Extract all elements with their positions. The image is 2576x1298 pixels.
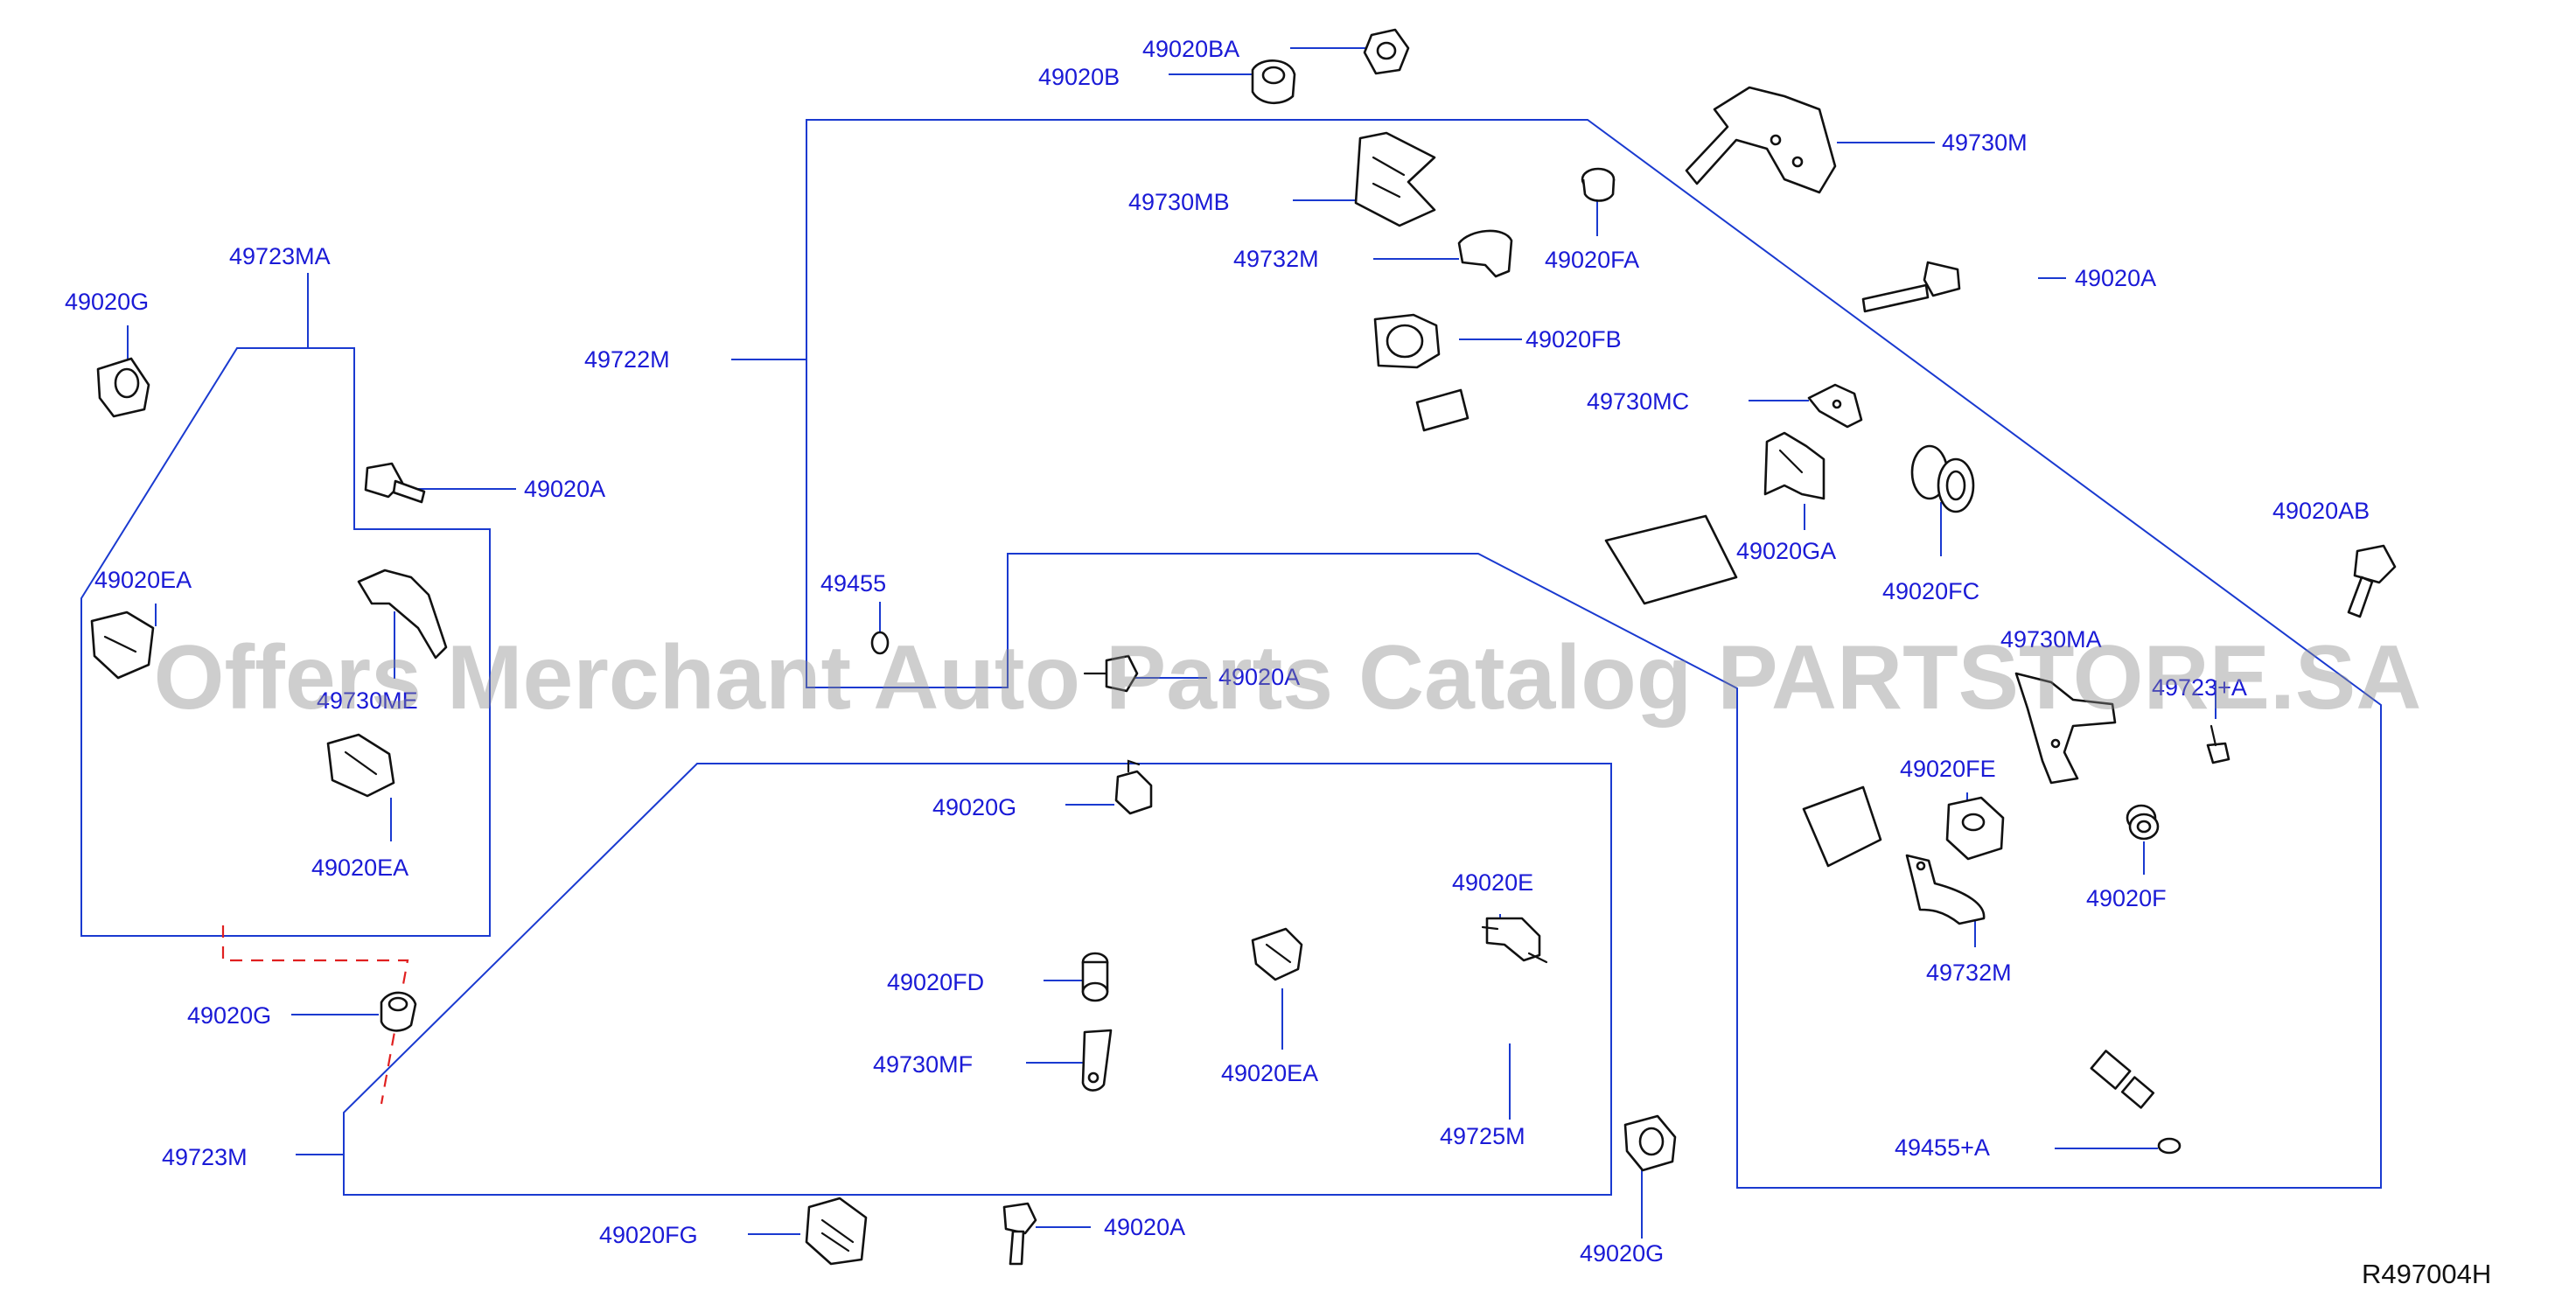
grommet-49020fc-icon [1910,444,1975,513]
label-49723ma: 49723MA [229,243,331,269]
callout-labels: 49020BA 49020B 49730M 49730MB 49732M 490… [65,36,2370,1267]
grommet-49020fa-icon [1581,167,1616,202]
bracket-49730mc-icon [1807,383,1863,429]
label-49455: 49455 [820,570,886,597]
label-49020g-br: 49020G [1580,1240,1664,1267]
hose-49725m [1111,824,1588,1087]
frame-49722m [806,119,2382,1189]
hose-49722m-pipe [905,322,1431,663]
label-49730ma: 49730MA [2000,626,2102,652]
grommet-49020f-icon [2126,804,2160,841]
grommet-49020g-bl-icon [380,991,417,1032]
label-49732m-right: 49732M [1926,960,2012,986]
label-49725m: 49725M [1440,1123,1525,1149]
parts-icons [90,28,2397,1266]
bolt-49020a-bottom-icon [1002,1202,1037,1266]
clamp-49730mf-icon [1081,1029,1113,1092]
label-49730m: 49730M [1942,129,2028,156]
label-49732m-top: 49732M [1233,246,1319,272]
label-49020ea-left: 49020EA [94,567,192,593]
hose-49723m-pipe [380,835,1168,1169]
oring-49455-icon [870,631,890,655]
connection-dashed [221,904,409,1105]
frame-49723m [343,763,1612,1196]
clip-49020ea-mid-icon [1251,927,1303,981]
grommet-49020g-br-icon [1623,1114,1677,1172]
bracket-49730ma-icon [2014,672,2117,785]
clip-49020ea-left2-icon [326,733,395,798]
grommet-49020b-icon [1251,59,1296,104]
hose-49723ma [103,387,308,921]
clip-49020fg-icon [805,1197,868,1266]
clip-49020e-icon [1481,917,1548,964]
label-49020fe: 49020FE [1900,756,1996,782]
clip-49020ea-left-icon [90,611,155,680]
label-49020a-left: 49020A [524,476,605,502]
grommet-49020fd-icon [1081,952,1109,1002]
bracket-49730me-icon [357,569,448,659]
label-49020ea-mid: 49020EA [1221,1060,1318,1086]
label-49020fg: 49020FG [599,1222,698,1248]
label-49020fa: 49020FA [1545,247,1639,273]
clip-49732m-right-icon [1905,854,1986,925]
bolt-49020a-right-icon [1861,261,1961,313]
label-49730mc: 49730MC [1587,388,1689,415]
connection-lines [221,904,409,1105]
bolt-49020a-left-icon [364,462,426,504]
bolt-49020ab-icon [2347,544,2397,618]
diagram-frames [80,119,2382,1196]
clip-49732m-top-icon [1457,229,1513,278]
frame-49723ma [80,347,491,937]
label-49020a-bottom: 49020A [1104,1214,1185,1240]
label-49020b: 49020B [1038,64,1120,90]
label-49020fc: 49020FC [1882,578,1979,604]
diagram-reference-code: R497004H [2362,1259,2491,1289]
label-49020g-left: 49020G [65,289,149,315]
label-49730mb: 49730MB [1128,189,1230,215]
grommet-49020ba-icon [1363,28,1410,75]
label-49020a-mid: 49020A [1218,664,1300,690]
label-49020fb: 49020FB [1525,326,1622,352]
clip-49723a-icon [2206,724,2230,764]
label-49020f: 49020F [2086,885,2167,911]
grommet-49020g-left-icon [96,357,150,418]
label-49020ab: 49020AB [2272,498,2370,524]
clip-49020ga-icon [1763,431,1826,500]
watermark-text: Offers Merchant Auto Parts Catalog PARTS… [154,627,2422,729]
label-49020a-right: 49020A [2075,265,2156,291]
label-49020ga: 49020GA [1736,538,1836,564]
label-49730mf: 49730MF [873,1051,973,1078]
label-49020g-mid: 49020G [932,794,1016,820]
label-49020ba: 49020BA [1142,36,1239,62]
label-49455a: 49455+A [1895,1134,1990,1161]
label-49020ea-left2: 49020EA [311,855,408,881]
label-49730me: 49730ME [317,687,418,714]
label-49020g-bl: 49020G [187,1002,271,1029]
bracket-49730m-icon [1685,86,1837,194]
label-49722m: 49722M [584,346,670,373]
hose-49722m-lower-pipe [1837,905,2155,1109]
bolt-49020a-mid-icon [1083,654,1139,693]
grommet-49020fb-icon [1373,313,1441,369]
label-49020fd: 49020FD [887,969,984,995]
label-49723a: 49723+A [2152,674,2247,701]
clip-49020g-mid-icon [1114,759,1153,815]
hoses [103,322,2155,1169]
bracket-49730mb-icon [1354,131,1436,227]
label-49020e: 49020E [1452,869,1533,896]
hose-49722m-hose [1415,387,1893,938]
label-49723m: 49723M [162,1144,248,1170]
oring-49455a-icon [2157,1137,2182,1155]
grommet-49020fe-icon [1945,796,2005,861]
